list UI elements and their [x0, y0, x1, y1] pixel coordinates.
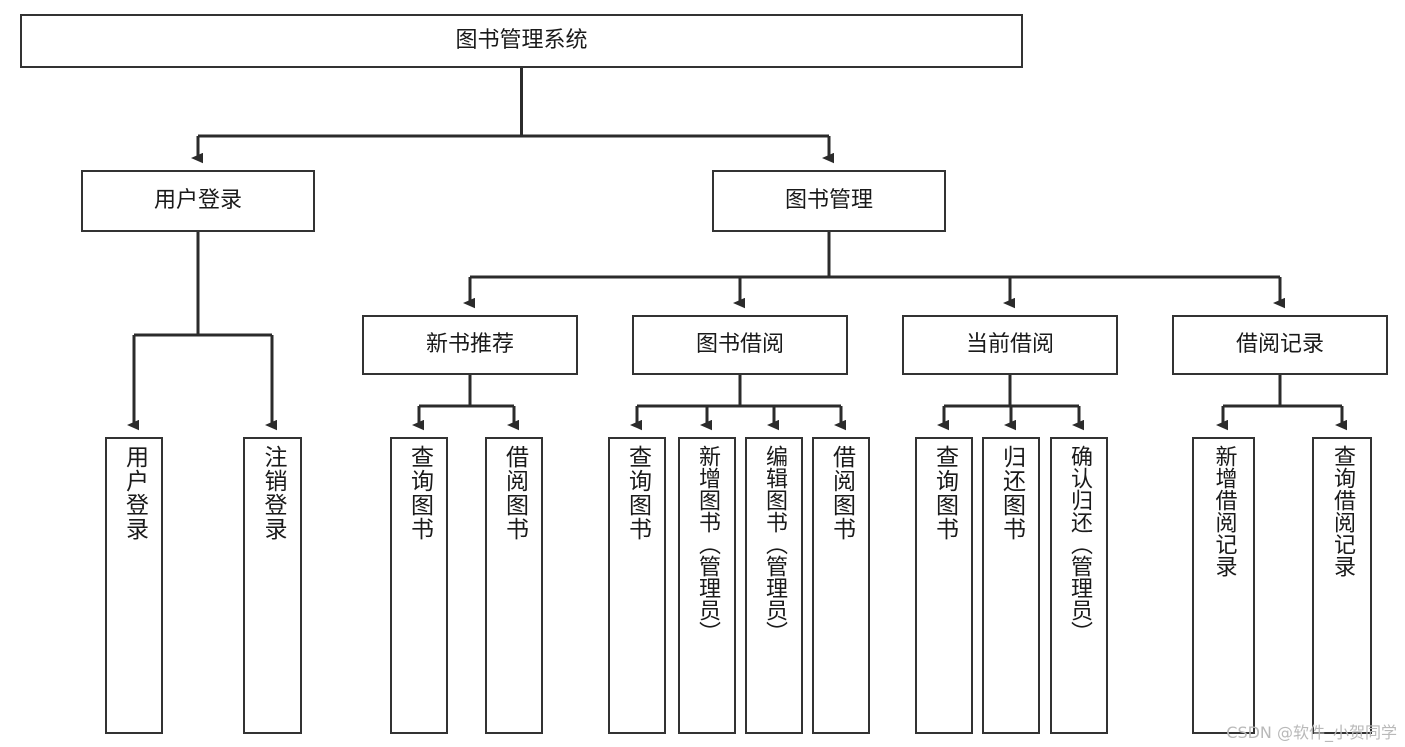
- node-borrow-record[interactable]: 借阅记录: [1172, 315, 1388, 375]
- leaf-add-book-admin[interactable]: 新增图书（管理员）: [678, 437, 736, 734]
- node-book-management-label: 图书管理: [784, 187, 873, 213]
- node-root-label: 图书管理系统: [455, 27, 588, 53]
- leaf-borrow-book[interactable]: 借阅图书: [812, 437, 870, 734]
- leaf-borrow-book-new-label: 借阅图书: [501, 445, 528, 541]
- leaf-add-book-admin-label: 新增图书（管理员）: [695, 445, 720, 643]
- leaf-confirm-return-admin-label: 确认归还（管理员）: [1067, 445, 1092, 643]
- leaf-return-book-label: 归还图书: [998, 445, 1025, 541]
- node-borrow-record-label: 借阅记录: [1235, 331, 1324, 357]
- node-book-management[interactable]: 图书管理: [712, 170, 946, 232]
- node-book-borrow-label: 图书借阅: [695, 331, 784, 357]
- leaf-confirm-return-admin[interactable]: 确认归还（管理员）: [1050, 437, 1108, 734]
- leaf-add-borrow-record-label: 新增借阅记录: [1211, 445, 1237, 577]
- leaf-edit-book-admin[interactable]: 编辑图书（管理员）: [745, 437, 803, 734]
- leaf-query-book-new-label: 查询图书: [406, 445, 433, 541]
- leaf-return-book[interactable]: 归还图书: [982, 437, 1040, 734]
- node-current-borrow-label: 当前借阅: [965, 331, 1054, 357]
- leaf-query-book-new[interactable]: 查询图书: [390, 437, 448, 734]
- node-new-book-recommend[interactable]: 新书推荐: [362, 315, 578, 375]
- leaf-logout-label: 注销登录: [260, 445, 286, 541]
- leaf-query-book-current[interactable]: 查询图书: [915, 437, 973, 734]
- node-new-book-recommend-label: 新书推荐: [425, 331, 514, 357]
- leaf-user-login-label: 用户登录: [121, 445, 148, 541]
- leaf-logout[interactable]: 注销登录: [243, 437, 302, 734]
- leaf-borrow-book-label: 借阅图书: [828, 445, 855, 541]
- leaf-borrow-book-new[interactable]: 借阅图书: [485, 437, 543, 734]
- leaf-add-borrow-record[interactable]: 新增借阅记录: [1192, 437, 1255, 734]
- node-root[interactable]: 图书管理系统: [20, 14, 1023, 68]
- leaf-user-login[interactable]: 用户登录: [105, 437, 163, 734]
- node-user-login[interactable]: 用户登录: [81, 170, 315, 232]
- watermark: CSDN @软件_小贺同学: [1226, 723, 1397, 742]
- leaf-query-borrow-record[interactable]: 查询借阅记录: [1312, 437, 1372, 734]
- leaf-query-book-current-label: 查询图书: [931, 445, 958, 541]
- leaf-query-book-borrow-label: 查询图书: [624, 445, 651, 541]
- leaf-query-book-borrow[interactable]: 查询图书: [608, 437, 666, 734]
- node-user-login-label: 用户登录: [153, 187, 242, 213]
- leaf-edit-book-admin-label: 编辑图书（管理员）: [762, 445, 787, 643]
- node-book-borrow[interactable]: 图书借阅: [632, 315, 848, 375]
- leaf-query-borrow-record-label: 查询借阅记录: [1330, 445, 1355, 577]
- node-current-borrow[interactable]: 当前借阅: [902, 315, 1118, 375]
